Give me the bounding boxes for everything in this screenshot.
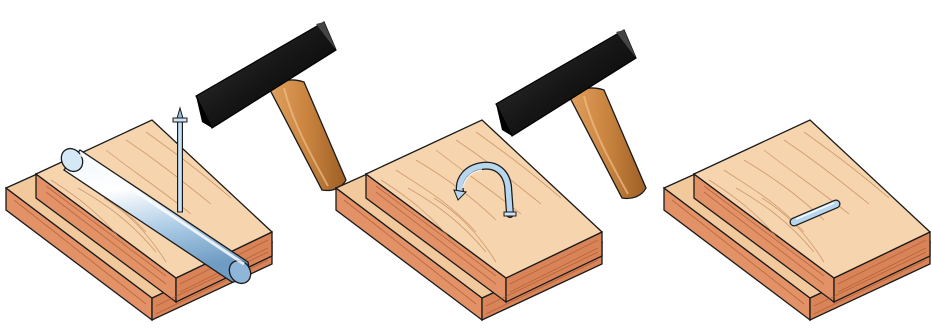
panel-1 [6,22,346,320]
wood-block-icon [336,120,602,320]
panel-3 [664,120,930,320]
hammer-icon [196,22,346,191]
panel-2 [336,30,646,320]
